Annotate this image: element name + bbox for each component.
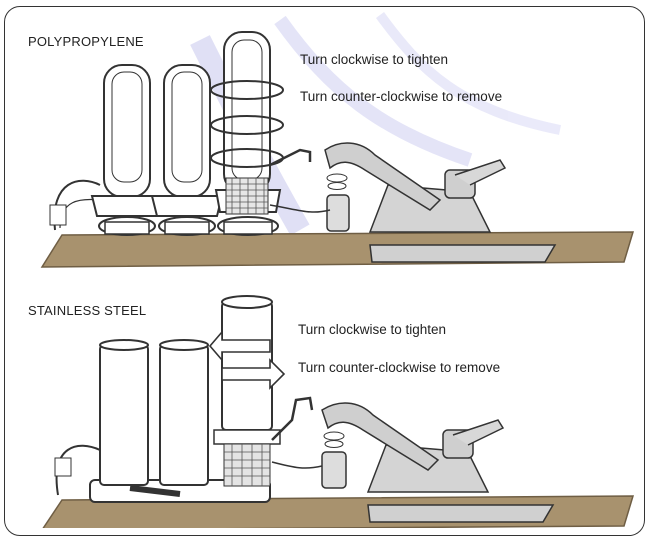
filter-housing-3 <box>221 301 273 431</box>
instruction-remove: Turn counter-clockwise to remove <box>298 360 501 375</box>
panel-title: STAINLESS STEEL <box>28 303 147 318</box>
filter-housing-1 <box>103 64 151 198</box>
faucet <box>321 402 555 523</box>
polypropylene-illustration <box>40 31 635 268</box>
filter-housing-2 <box>163 64 211 198</box>
faucet <box>324 142 557 263</box>
panel-title: POLYPROPYLENE <box>28 34 144 49</box>
diverter-valve <box>321 451 347 489</box>
filter-housing-2 <box>159 344 209 486</box>
instruction-tighten: Turn clockwise to tighten <box>298 322 447 337</box>
instruction-remove: Turn counter-clockwise to remove <box>300 89 503 104</box>
diverter-valve <box>326 194 350 232</box>
filter-housing-1 <box>99 344 149 486</box>
instruction-tighten: Turn clockwise to tighten <box>300 52 449 67</box>
stainless-steel-illustration <box>42 295 635 528</box>
